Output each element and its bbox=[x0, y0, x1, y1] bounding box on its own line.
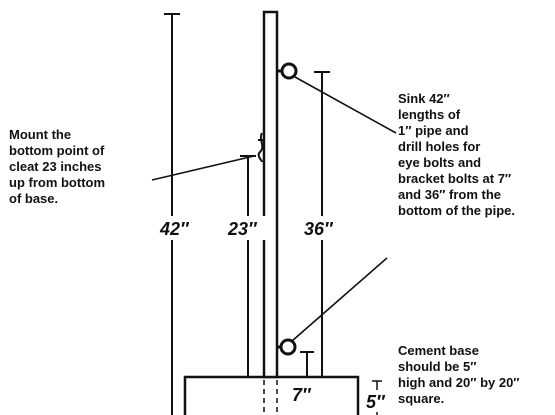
leader-lower-hole bbox=[291, 257, 388, 342]
cleat bbox=[257, 132, 264, 163]
dimension-label-7: 7″ bbox=[292, 385, 312, 405]
dimension-label-23: 23″ bbox=[227, 219, 258, 239]
leader-upper-hole bbox=[294, 76, 397, 134]
pipe bbox=[262, 10, 279, 379]
cement-base bbox=[183, 375, 360, 415]
dimension-line-36 bbox=[314, 71, 330, 415]
leader-lines bbox=[151, 76, 397, 342]
eye-bolt-upper bbox=[277, 62, 298, 80]
mount-note: Mount the bottom point of cleat 23 inche… bbox=[9, 127, 109, 206]
dimension-label-5: 5″ bbox=[366, 392, 386, 412]
dimension-line-42 bbox=[164, 13, 180, 415]
dimension-label-42: 42″ bbox=[159, 219, 190, 239]
dimension-label-36: 36″ bbox=[304, 219, 334, 239]
base-note: Cement base should be 5″ high and 20″ by… bbox=[398, 343, 523, 406]
leader-mount-note bbox=[151, 155, 255, 181]
eye-bolt-lower bbox=[277, 338, 297, 356]
sink-note: Sink 42″ lengths of 1″ pipe and drill ho… bbox=[398, 91, 515, 218]
pipe-in-base-hidden-lines bbox=[263, 380, 278, 415]
